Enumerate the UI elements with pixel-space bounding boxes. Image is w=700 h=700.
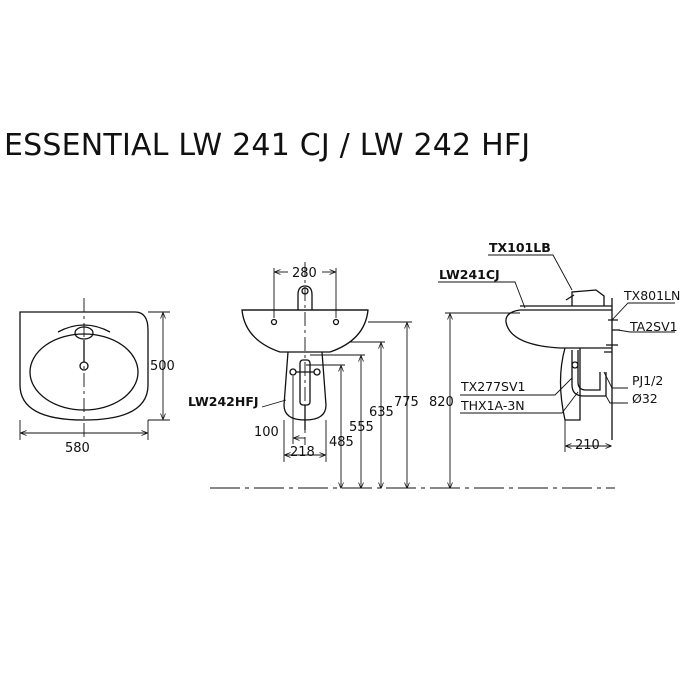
height-635-label: 635 [369,405,394,420]
supply-model-label: TX801LN [623,288,680,303]
pedestal-side [559,347,581,421]
height-820-label: 820 [429,395,454,410]
valve-model-label: TA2SV1 [629,319,678,334]
mount-hole-left [270,318,278,326]
faucet-model-label: TX101LB [489,240,551,255]
side-depth-label: 210 [575,438,600,453]
faucet-side [571,289,605,306]
basin-side [505,309,612,349]
height-775-label: 775 [394,395,419,410]
basin-model-label: LW241CJ [439,267,500,282]
height-485-label: 485 [329,435,354,450]
thread-label: PJ1/2 [632,373,663,388]
trap-model-label: TX277SV1 [460,379,526,394]
basin-front [241,309,369,353]
front-view [241,262,412,488]
hole-spacing-label: 280 [292,266,317,281]
diameter-label: Ø32 [632,391,658,406]
trap-offset-label: 100 [254,425,279,440]
height-555-label: 555 [349,420,374,435]
pedestal-width-label: 218 [290,445,315,460]
page-title: ESSENTIAL LW 241 CJ / LW 242 HFJ [4,128,531,163]
side-view [438,254,675,488]
basin-outline-top [19,311,149,421]
width-label: 580 [65,441,90,456]
top-view [19,298,170,440]
mount-hole-right [332,318,340,326]
pipe-model-label: THX1A-3N [460,398,525,413]
faucet-front [297,285,313,310]
pedestal-model-label: LW242HFJ [188,394,259,409]
depth-label: 500 [150,359,175,374]
trap-side [571,350,607,397]
